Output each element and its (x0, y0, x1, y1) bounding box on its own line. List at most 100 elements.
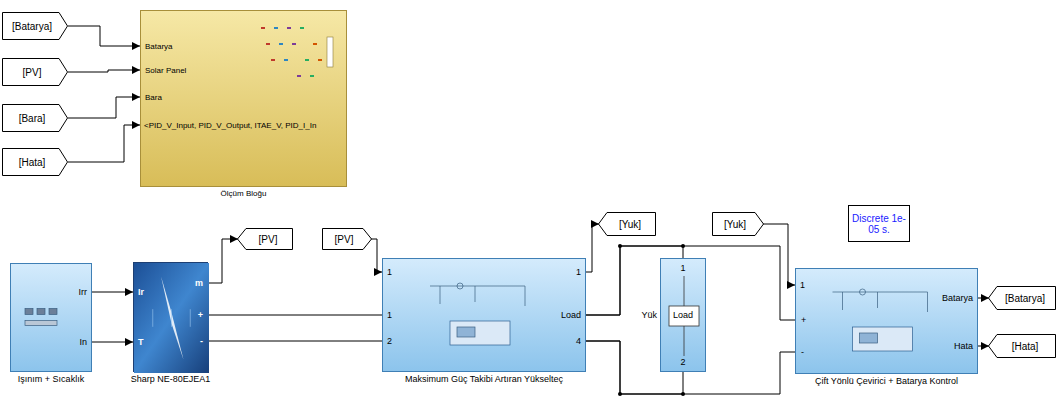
tag-outline (599, 213, 656, 236)
from-tag: [Yuk] (712, 212, 764, 236)
port-label: Ir (138, 288, 144, 298)
signal-line (763, 224, 795, 285)
scope-icon (327, 37, 333, 67)
port-label: 1 (387, 268, 392, 278)
port-label: + (801, 316, 806, 326)
scope-icon (266, 43, 270, 45)
from-tag: [PV] (322, 228, 372, 250)
load-lead (684, 326, 685, 356)
scope-icon (261, 27, 265, 29)
pv-cell-line (171, 309, 172, 327)
scope-icon (287, 27, 291, 29)
tag-outline (323, 229, 372, 250)
block-graphic (141, 11, 348, 188)
port-label: + (198, 311, 203, 321)
from-tag: [Bara] (2, 104, 68, 132)
tag-outline (989, 287, 1056, 310)
internal-schematic (833, 289, 928, 351)
port-label: m (195, 279, 203, 289)
port-label: - (801, 348, 804, 358)
tag-outline (713, 213, 764, 236)
scope-icon (313, 43, 317, 45)
tag-label: [Yuk] (724, 219, 746, 230)
goto-tag: [PV] (237, 228, 293, 250)
port-label: Bara (145, 94, 162, 103)
port-label: 2 (680, 358, 685, 368)
subsystem-block: 1+-BataryaHataÇift Yönlü Çevirici + Bata… (795, 268, 978, 374)
internal-schematic (25, 309, 57, 326)
power-wire (208, 341, 382, 342)
tag-label: [Batarya] (1005, 293, 1045, 304)
power-wire (208, 315, 382, 316)
port-label: Solar Panel (145, 67, 186, 76)
subsystem-block: 1Load2Yük (660, 258, 706, 372)
pv-cell-line (152, 309, 153, 327)
port-label: T (138, 338, 144, 348)
goto-tag: [Batarya] (988, 286, 1056, 310)
tag-outline (3, 13, 68, 40)
block-caption: Çift Yönlü Çevirici + Batarya Kontrol (815, 377, 958, 387)
port-label: Load (673, 311, 693, 321)
tag-label: [PV] (23, 67, 42, 78)
port-label: 1 (387, 311, 392, 321)
scope-icon (284, 59, 288, 61)
port-label: Load (561, 311, 581, 321)
tag-outline (238, 229, 293, 250)
port-label: 1 (800, 281, 805, 291)
internal-schematic (430, 283, 525, 345)
port-label: Batarya (145, 43, 173, 52)
tag-label: [Yuk] (619, 219, 641, 230)
tag-outline (989, 335, 1056, 358)
signal-line (586, 224, 599, 272)
signal-line (92, 342, 133, 343)
port-label: Hata (954, 342, 973, 352)
scope-icon (297, 75, 301, 77)
port-label: Batarya (942, 294, 973, 304)
signal-line (208, 239, 238, 283)
signal-line (978, 346, 989, 347)
pv-panel-image (134, 263, 209, 373)
port-label: Irr (79, 288, 88, 298)
signal-line (371, 239, 382, 272)
solver-label: Discrete 1e-05 s. (852, 213, 906, 235)
block-graphic (796, 269, 979, 375)
subsystem-block: 1121Load4Maksimum Güç Takibi Artıran Yük… (382, 258, 586, 372)
port-label: In (79, 338, 87, 348)
load-lead (684, 276, 685, 306)
junction-dot (681, 392, 685, 396)
junction-dot (681, 244, 685, 248)
scope-icon (310, 75, 314, 77)
signal-line (978, 298, 989, 299)
pv-panel-glare (161, 276, 184, 360)
port-label: - (200, 337, 203, 347)
scope-icon (318, 59, 322, 61)
tag-label: [PV] (335, 234, 354, 245)
port-label: 4 (576, 337, 581, 347)
block-caption: Maksimum Güç Takibi Artıran Yükselteç (405, 375, 563, 385)
tag-label: [Batarya] (12, 21, 52, 32)
port-label: 1 (680, 264, 685, 274)
subsystem-block: BataryaSolar PanelBara <PID_V_Input, PID_… (140, 10, 347, 187)
subsystem-block: IrrInIşınım + Sıcaklık (10, 263, 92, 372)
pv-cell-line (190, 309, 191, 327)
goto-tag: [Hata] (988, 334, 1056, 358)
port-label: <PID_V_Input, PID_V_Output, ITAE_V, PID_… (144, 122, 316, 131)
pv-panel-block: IrTm+-Sharp NE-80EJEA1 (133, 262, 208, 372)
block-caption: Yük (641, 311, 657, 321)
tag-label: [Hata] (19, 157, 46, 168)
signal-line (68, 125, 140, 162)
tag-outline (3, 105, 68, 132)
scope-icon (300, 27, 304, 29)
signal-line (92, 292, 133, 293)
junction-dot (618, 244, 622, 248)
block-caption: Işınım + Sıcaklık (18, 375, 84, 385)
tag-label: [PV] (259, 234, 278, 245)
scope-icon (305, 59, 309, 61)
from-tag: [PV] (2, 58, 68, 86)
signal-line (68, 26, 140, 46)
block-caption: Ölçüm Bloğu (221, 190, 267, 199)
scope-icon (274, 27, 278, 29)
tag-label: [Bara] (19, 113, 46, 124)
from-tag: [Hata] (2, 148, 68, 176)
